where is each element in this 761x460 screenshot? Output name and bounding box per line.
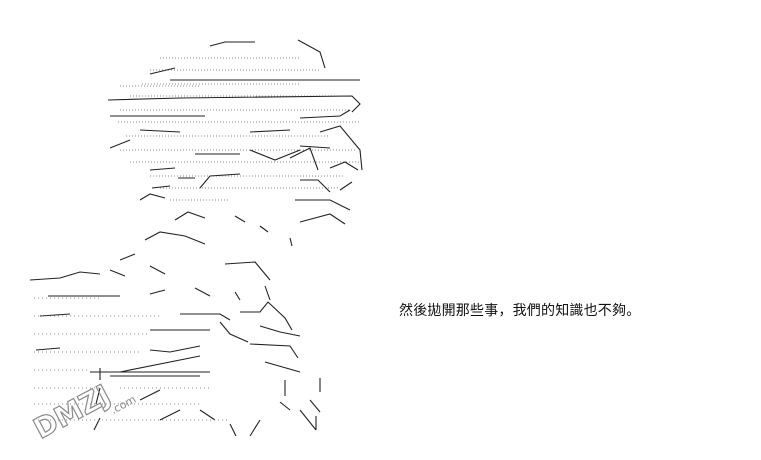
caption-text: 然後拋開那些事，我們的知識也不夠。 [399,303,641,319]
hair-dot-fill [118,57,360,201]
body-dot-fill [34,297,230,421]
body-outline [29,269,321,437]
hair-outline [107,39,363,211]
face-outline [119,211,346,281]
